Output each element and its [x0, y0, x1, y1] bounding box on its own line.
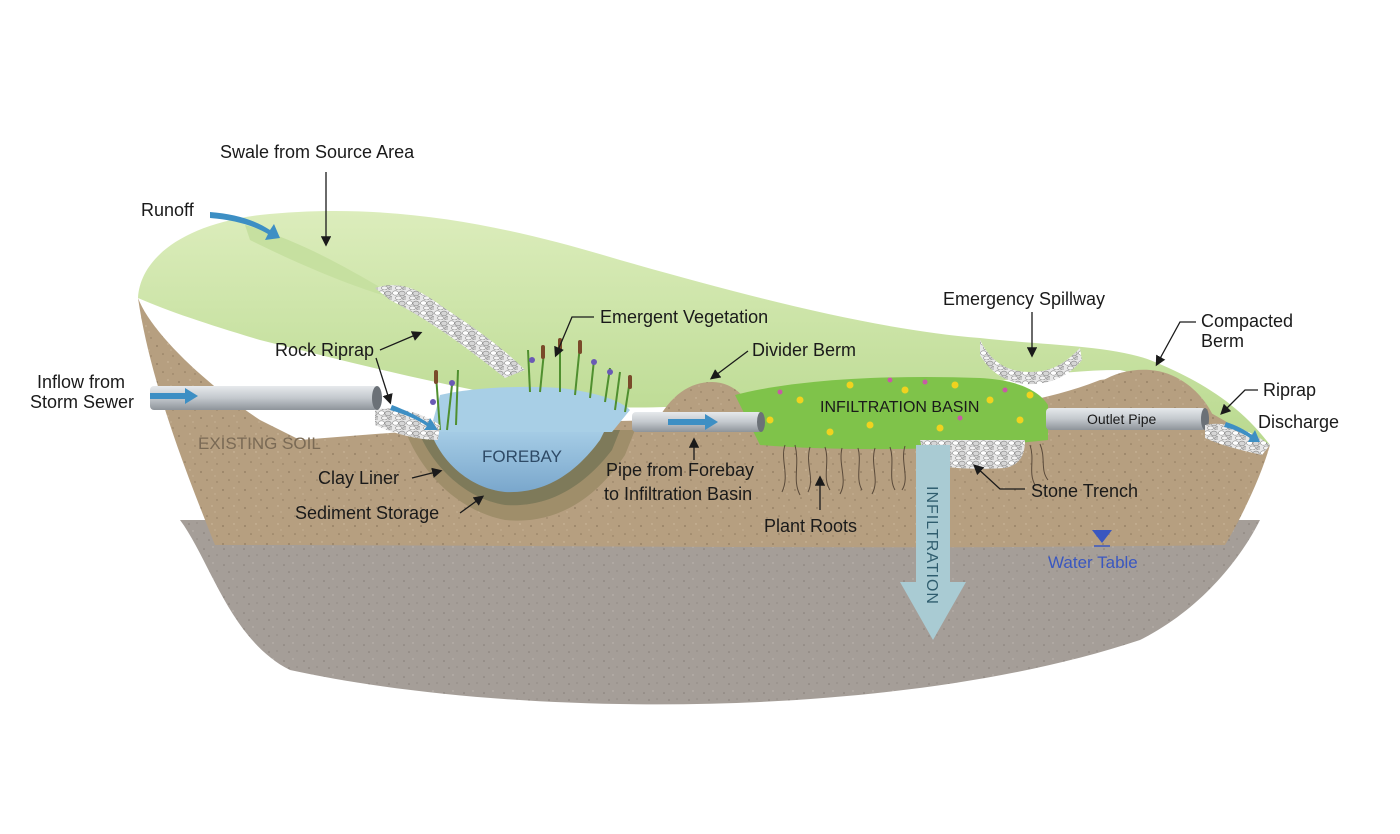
label-rock-riprap: Rock Riprap — [275, 340, 374, 360]
label-discharge: Discharge — [1258, 412, 1339, 432]
grass-hill — [138, 211, 1270, 445]
infiltration-arrow — [900, 445, 966, 640]
subsoil-layer — [180, 520, 1260, 705]
basin-flowers — [766, 381, 1034, 436]
outlet-pipe-end — [1201, 408, 1209, 430]
label-sediment-storage: Sediment Storage — [295, 503, 439, 523]
label-compacted-berm-2: Berm — [1201, 331, 1244, 351]
label-inflow-1: Inflow from — [37, 372, 125, 392]
discharge-riprap — [1205, 423, 1270, 455]
label-inflow-2: Storm Sewer — [30, 392, 134, 412]
emergency-spillway-channel — [980, 340, 1082, 385]
discharge-arrow — [1224, 422, 1260, 442]
runoff-arrow — [210, 212, 280, 240]
label-pipe-forebay-1: Pipe from Forebay — [606, 460, 754, 480]
inflow-pipe-end — [372, 386, 382, 410]
label-divider-berm: Divider Berm — [752, 340, 856, 360]
plant-roots — [781, 443, 1049, 496]
basin-pipe-arrow — [668, 414, 718, 430]
swale-riprap — [375, 285, 525, 378]
swale-channel — [245, 225, 400, 300]
label-runoff: Runoff — [141, 200, 195, 220]
inflow-pipe — [150, 386, 378, 410]
label-outlet-pipe: Outlet Pipe — [1087, 411, 1156, 427]
leader-lines — [320, 172, 1258, 514]
forebay-pipe-end — [757, 412, 765, 432]
label-emergency-spillway: Emergency Spillway — [943, 289, 1105, 309]
label-forebay: FOREBAY — [482, 447, 562, 466]
inflow-riprap — [375, 408, 440, 440]
infiltration-basin-vegetation — [735, 376, 1048, 450]
compacted-berm-mound — [1070, 369, 1215, 420]
forebay-surface — [430, 386, 630, 432]
forebay-water — [430, 430, 605, 493]
label-infiltration: INFILTRATION — [923, 486, 940, 605]
label-compacted-berm-1: Compacted — [1201, 311, 1293, 331]
label-water-table: Water Table — [1048, 553, 1138, 572]
label-riprap: Riprap — [1263, 380, 1316, 400]
basin-pink-flowers — [777, 377, 1008, 421]
label-pipe-forebay-2: to Infiltration Basin — [604, 484, 752, 504]
label-plant-roots: Plant Roots — [764, 516, 857, 536]
inflow-arrow — [150, 388, 198, 404]
label-existing-soil: EXISTING SOIL — [198, 434, 321, 453]
outlet-pipe — [1046, 408, 1206, 430]
label-infiltration-basin: INFILTRATION BASIN — [820, 399, 979, 416]
purple-flowers — [430, 357, 613, 405]
label-emergent-vegetation: Emergent Vegetation — [600, 307, 768, 327]
label-stone-trench: Stone Trench — [1031, 481, 1138, 501]
forebay-inlet-arrow — [390, 405, 438, 430]
flow-arrows — [150, 212, 1260, 442]
label-swale: Swale from Source Area — [220, 142, 415, 162]
water-table-icon — [1092, 530, 1112, 543]
label-clay-liner: Clay Liner — [318, 468, 399, 488]
